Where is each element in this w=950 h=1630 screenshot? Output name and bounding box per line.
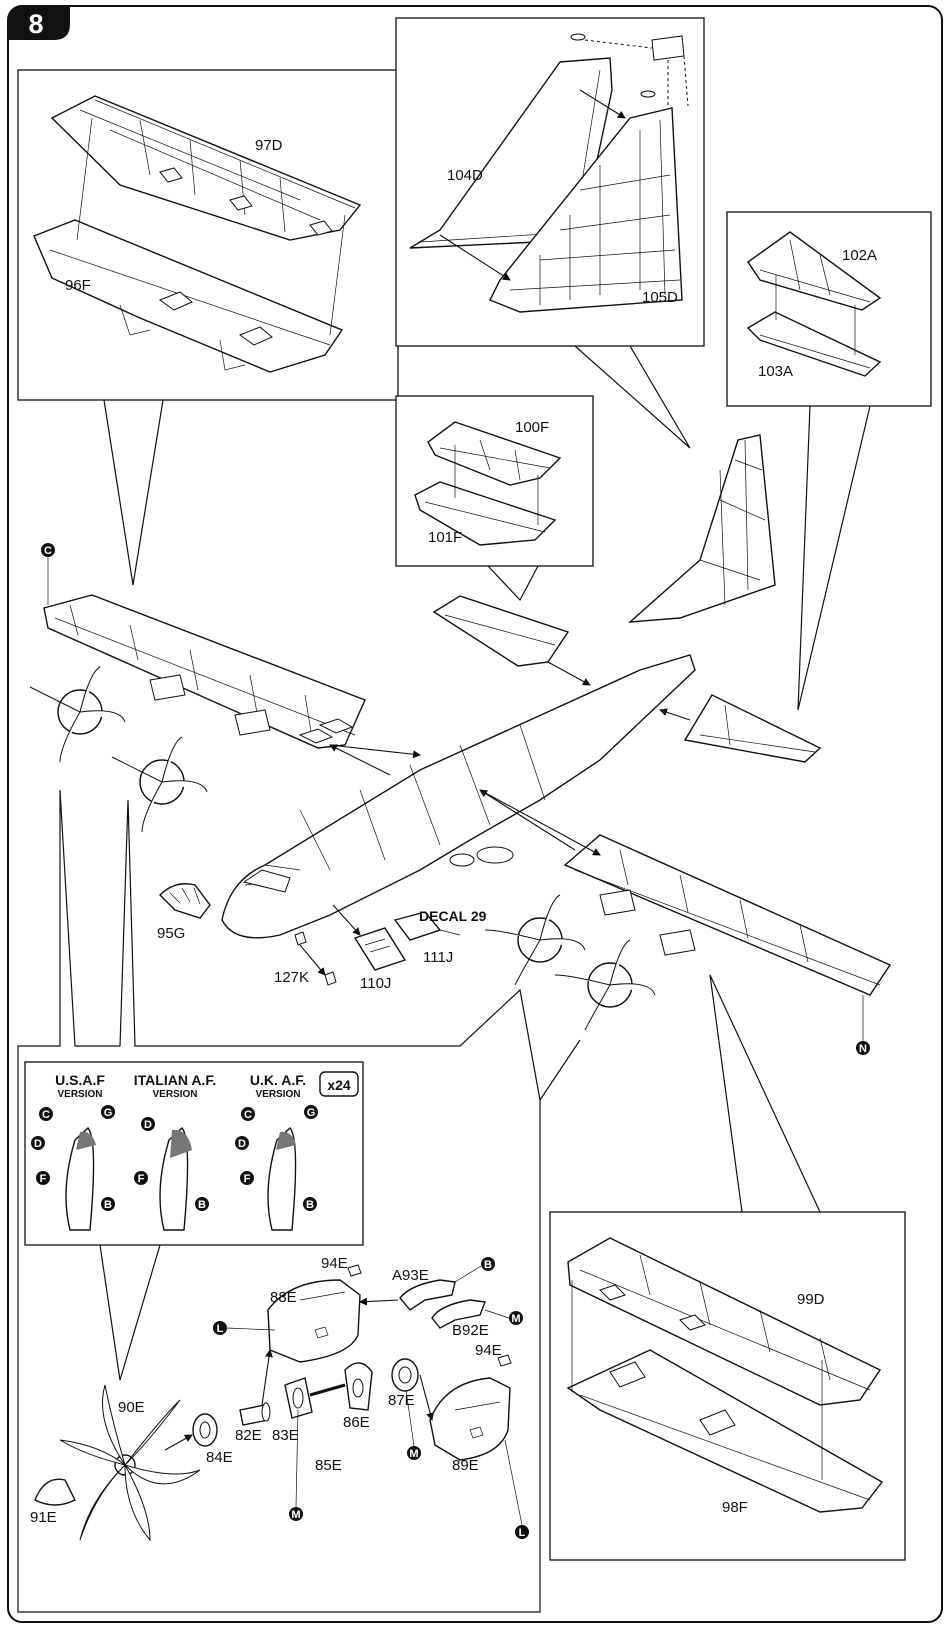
badge-c-top: C [44,545,52,557]
badge-b: B [484,1259,492,1271]
blade-uk [267,1126,297,1231]
label-93: A93E [392,1267,429,1284]
label-88: 88E [270,1289,297,1306]
propeller-2 [111,736,208,833]
label-101: 101F [428,529,462,546]
callout-tail-fin: 104D 105D [395,17,705,449]
label-110: 110J [360,975,391,992]
label-99: 99D [797,1291,825,1308]
svg-text:F: F [138,1173,145,1185]
callout-left-stabiliser: 100F 101F [395,395,594,602]
step-number: 8 [28,9,43,39]
badge-l-1: L [217,1323,224,1335]
badge-n: N [859,1043,867,1055]
step-badge: 8 [8,6,70,40]
svg-text:B: B [198,1199,206,1211]
svg-text:D: D [238,1138,246,1150]
usaf-title: U.S.A.F [55,1072,105,1088]
label-103: 103A [758,363,793,380]
svg-text:B: B [306,1199,314,1211]
badge-l-2: L [519,1527,526,1539]
propeller-4 [554,939,656,1031]
label-94b: 94E [475,1342,502,1359]
callout-left-wing: 97D 96F [17,69,399,586]
label-96: 96F [65,277,91,294]
italian-sub: VERSION [152,1089,197,1100]
label-89: 89E [452,1457,479,1474]
label-86: 86E [343,1414,370,1431]
label-84: 84E [206,1449,233,1466]
label-decal: DECAL 29 [419,908,487,924]
callout-right-wing: 99D 98F [549,974,906,1561]
label-127: 127K [274,969,309,986]
italian-title: ITALIAN A.F. [134,1072,216,1088]
uk-title: U.K. A.F. [250,1072,306,1088]
label-92: B92E [452,1322,489,1339]
label-98: 98F [722,1499,748,1516]
label-104: 104D [447,167,483,184]
blade-usaf [65,1126,96,1231]
svg-text:D: D [34,1138,42,1150]
label-83: 83E [272,1427,299,1444]
badge-m-3: M [511,1313,520,1325]
label-85: 85E [315,1457,342,1474]
propeller-1 [29,666,126,763]
svg-text:G: G [104,1107,113,1119]
label-95: 95G [157,925,185,942]
callout-propeller-detail: U.S.A.F VERSION ITALIAN A.F. VERSION U.K… [17,789,581,1613]
label-105: 105D [642,289,678,306]
label-111: 111J [423,949,453,966]
label-100: 100F [515,419,549,436]
callout-right-stabiliser: 102A 103A [726,211,932,711]
badge-m-1: M [291,1509,300,1521]
svg-text:B: B [104,1199,112,1211]
label-82: 82E [235,1427,262,1444]
badge-m-2: M [409,1448,418,1460]
quantity-badge: x24 [327,1077,351,1093]
label-90: 90E [118,1399,145,1416]
blade-italian [159,1126,192,1231]
svg-text:F: F [40,1173,47,1185]
label-102: 102A [842,247,877,264]
aircraft-assembly: 95G 127K 110J 111J DECAL 29 C N [29,434,892,1055]
label-91: 91E [30,1509,57,1526]
usaf-sub: VERSION [57,1089,102,1100]
svg-text:G: G [307,1107,316,1119]
label-97: 97D [255,137,283,154]
svg-text:F: F [244,1173,251,1185]
page-frame [7,5,943,1623]
svg-text:C: C [244,1109,252,1121]
svg-text:C: C [42,1109,50,1121]
blade-codes: C G D F B D F B C G D F B [31,1105,318,1211]
svg-text:D: D [144,1119,152,1131]
uk-sub: VERSION [255,1089,300,1100]
label-87: 87E [388,1392,415,1409]
propeller-3 [484,894,586,986]
propeller-90 [59,1384,201,1542]
label-94a: 94E [321,1255,348,1272]
